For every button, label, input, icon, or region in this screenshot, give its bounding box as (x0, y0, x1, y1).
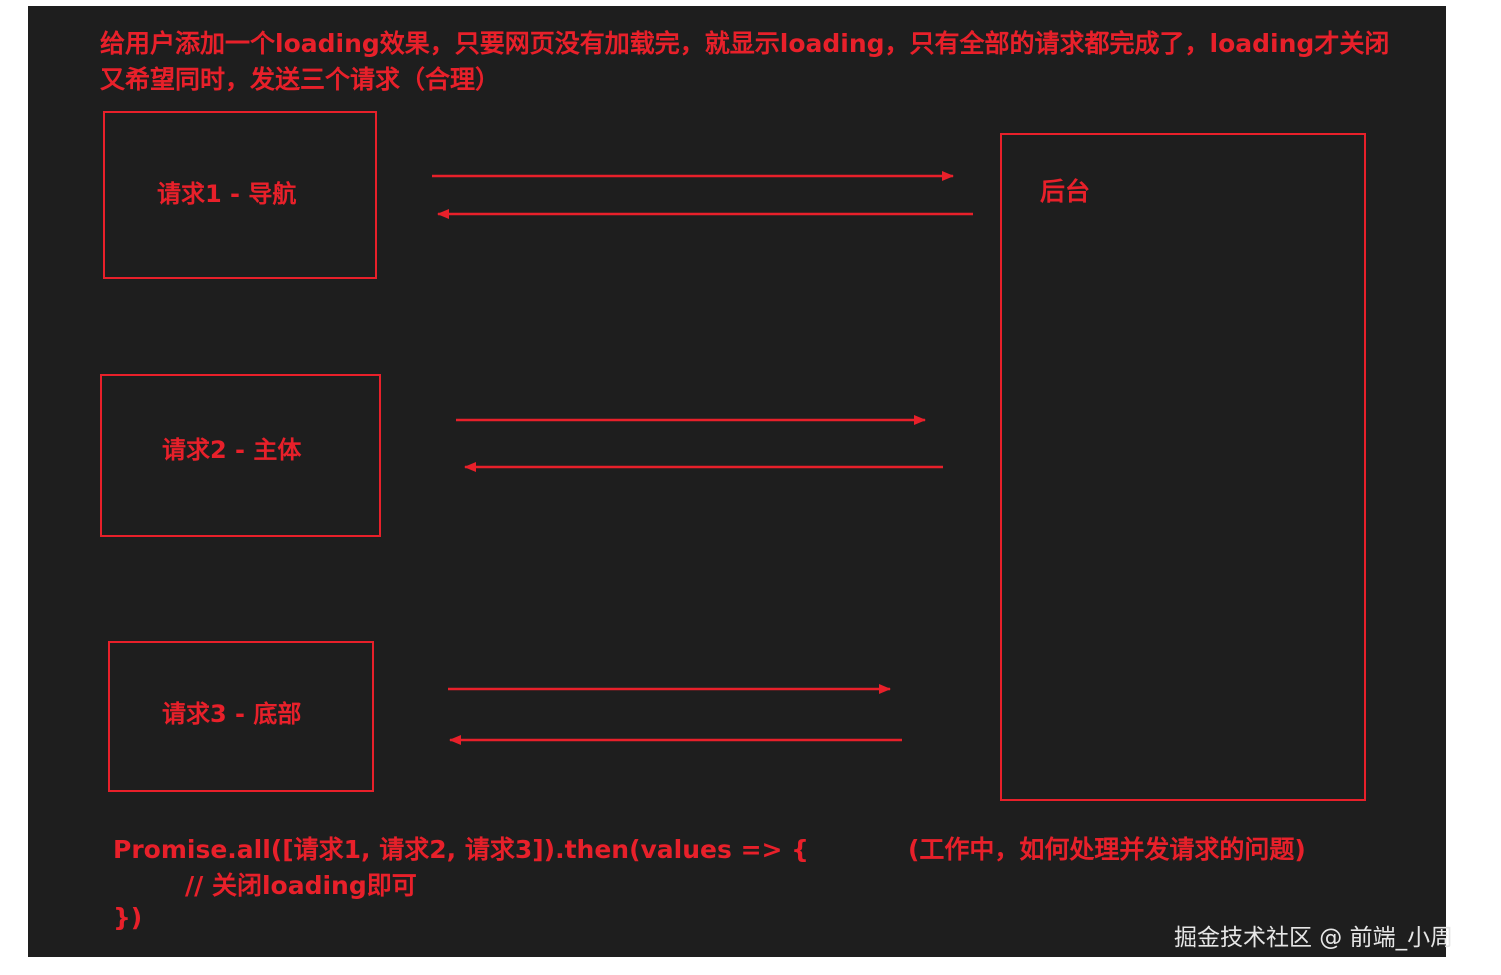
header-line-1: 给用户添加一个loading效果，只要网页没有加载完，就显示loading，只有… (100, 29, 1390, 58)
code-line-2: // 关闭loading即可 (185, 871, 417, 900)
backend-label: 后台 (1040, 177, 1091, 206)
concurrency-note: (工作中，如何处理并发请求的问题) (908, 835, 1306, 864)
code-line-3: }) (113, 903, 143, 932)
request-2-label: 请求2 - 主体 (162, 436, 302, 464)
request-3-label: 请求3 - 底部 (162, 700, 302, 728)
request-2-box (100, 374, 381, 537)
request-1-box (103, 111, 377, 279)
request-3-box (108, 641, 374, 792)
watermark: 掘金技术社区 @ 前端_小周 (1174, 925, 1454, 951)
diagram-canvas (28, 6, 1446, 957)
backend-box (1000, 133, 1366, 801)
code-line-1: Promise.all([请求1, 请求2, 请求3]).then(values… (113, 835, 809, 864)
request-1-label: 请求1 - 导航 (157, 180, 297, 208)
header-line-2: 又希望同时，发送三个请求（合理） (100, 65, 501, 94)
